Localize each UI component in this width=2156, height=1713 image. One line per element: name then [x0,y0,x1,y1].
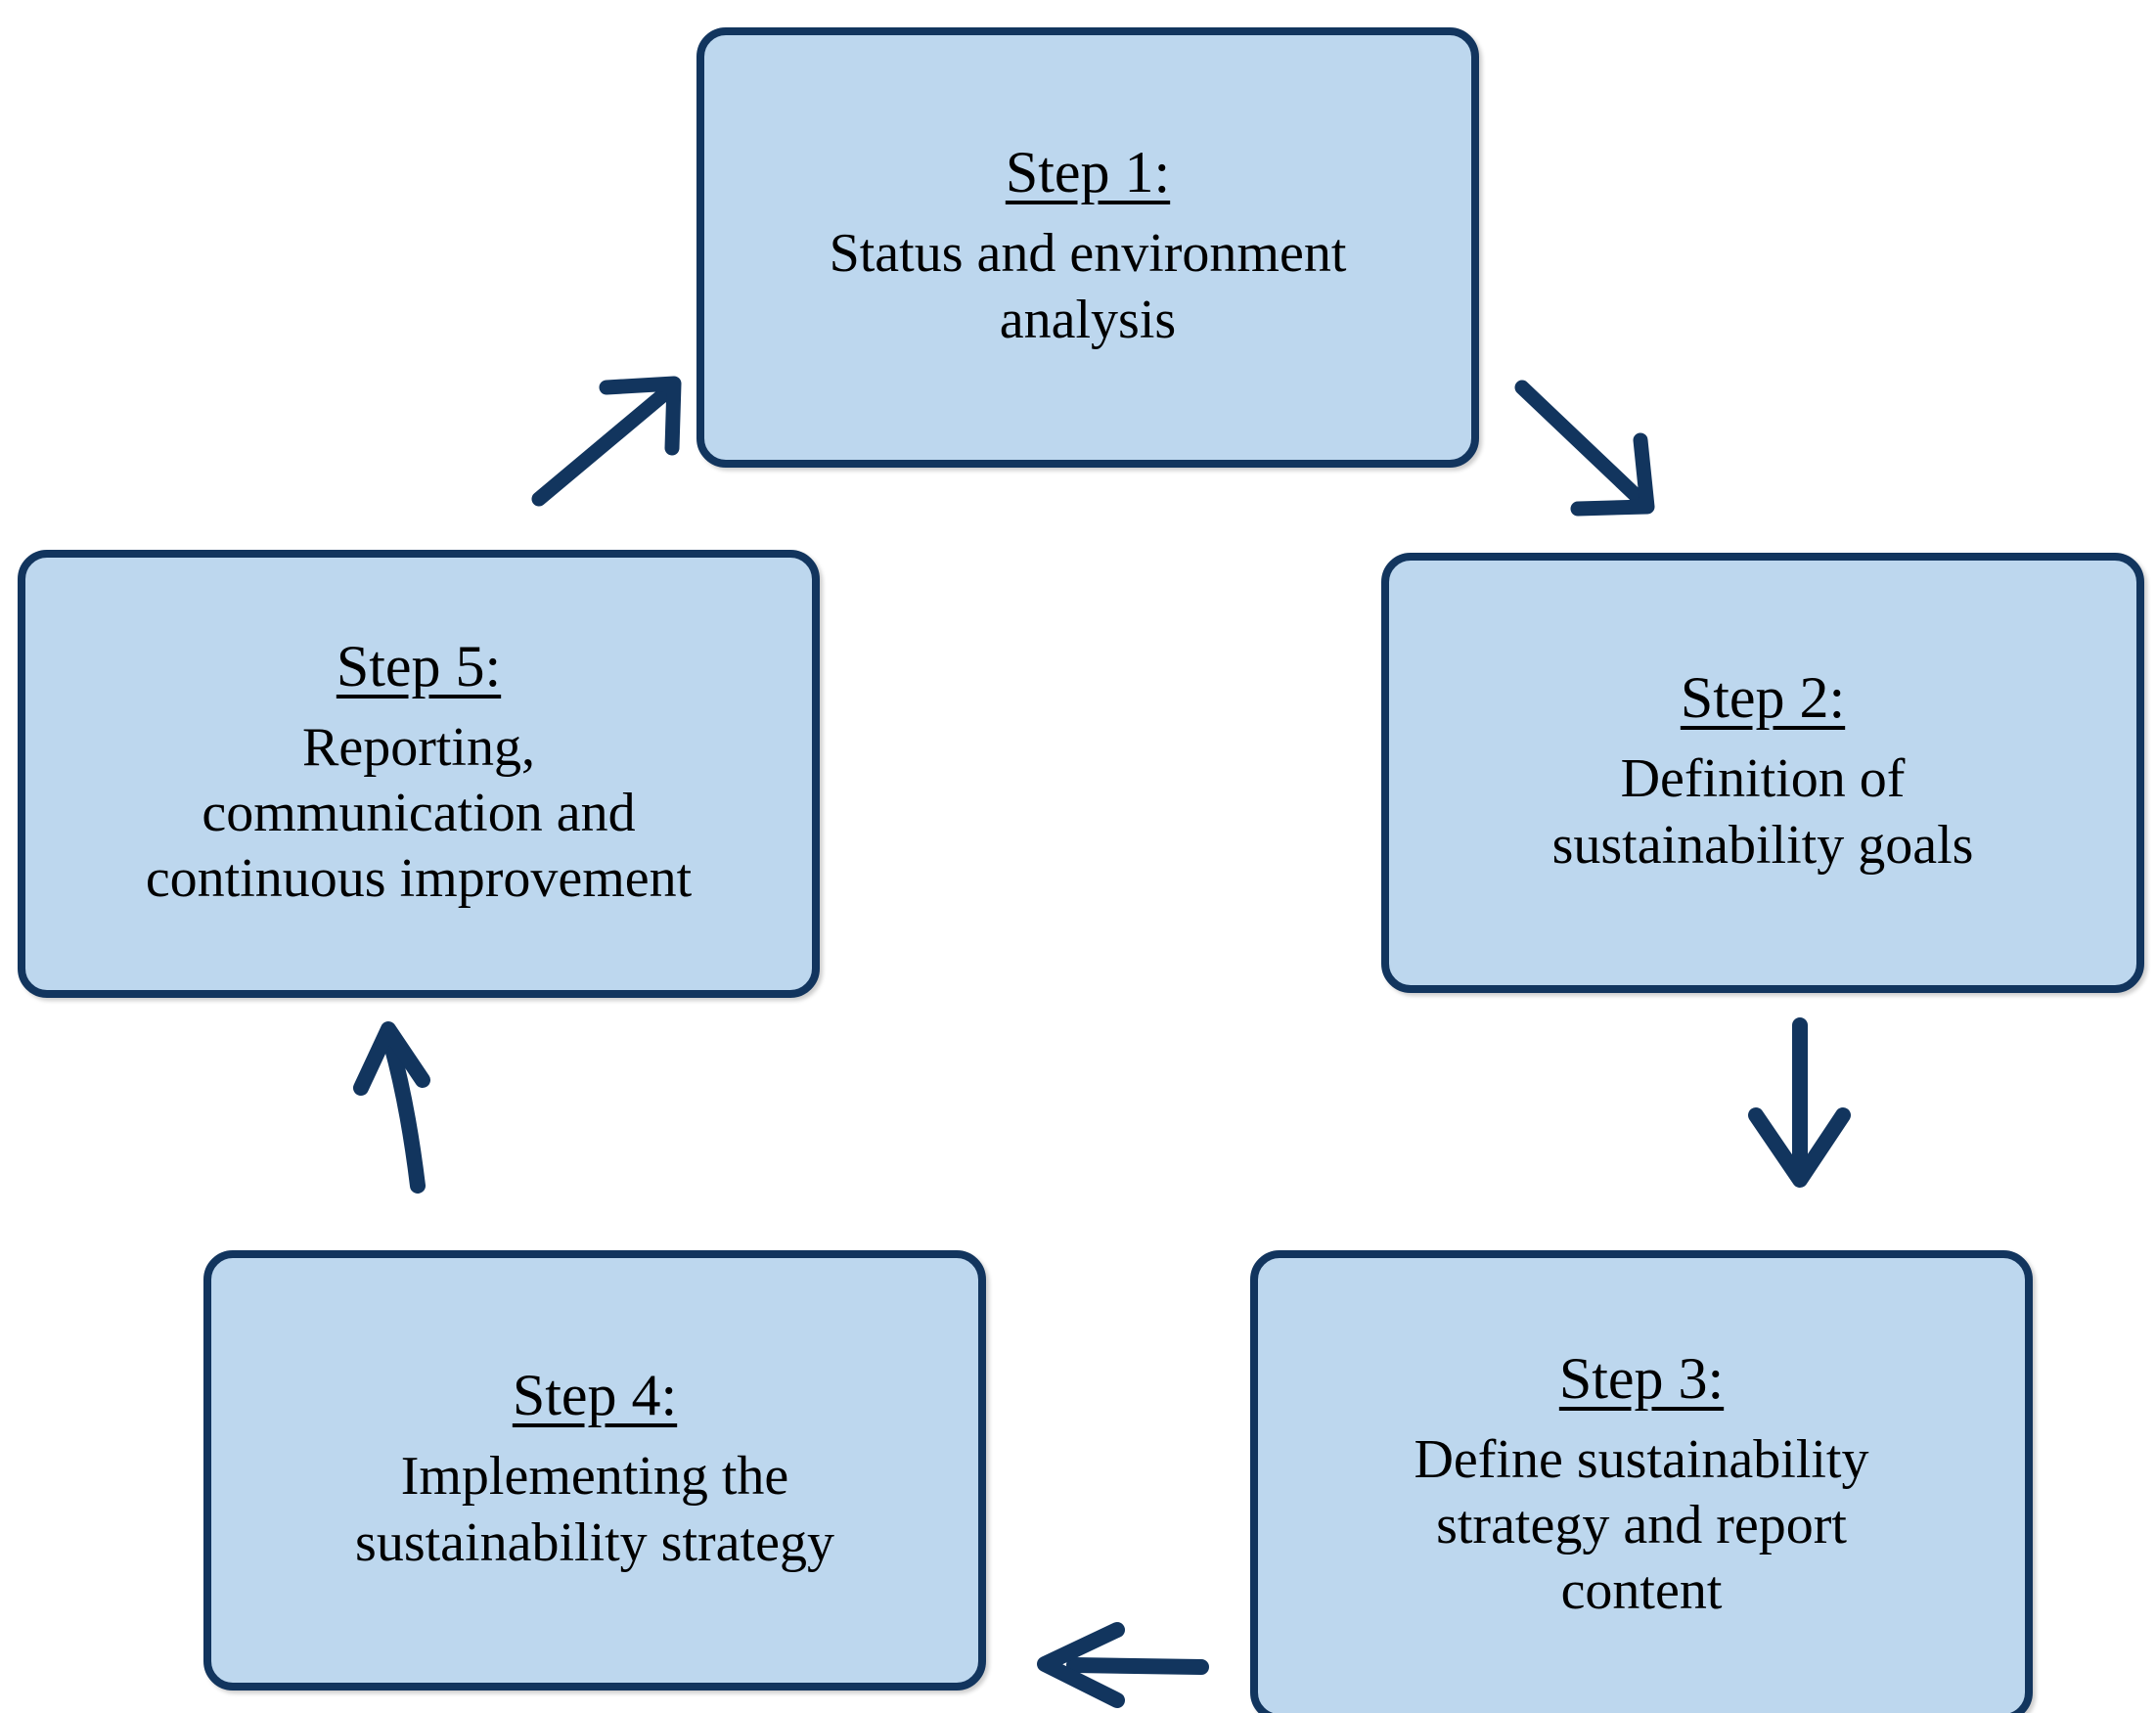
node-step-5-body: Reporting, communication and continuous … [145,716,693,910]
node-step-1-body: Status and environment analysis [829,223,1347,350]
arrow-2-to-3 [1748,1017,1851,1188]
arrow-1-to-2 [1514,380,1655,517]
arrow-5-to-1 [531,376,682,507]
node-step-2[interactable]: Step 2: Definition of sustainability goa… [1381,553,2144,993]
node-step-1[interactable]: Step 1: Status and environment analysis [696,27,1479,468]
node-step-4[interactable]: Step 4: Implementing the sustainability … [203,1250,986,1690]
node-step-3-body: Define sustainability strategy and repor… [1414,1428,1869,1622]
node-step-5-title: Step 5: [336,633,502,699]
arrow-3-to-4 [1037,1622,1209,1708]
node-step-4-body: Implementing the sustainability strategy [355,1446,834,1573]
node-step-5[interactable]: Step 5: Reporting, communication and con… [18,550,820,998]
node-step-4-title: Step 4: [512,1363,678,1428]
node-step-2-body: Definition of sustainability goals [1551,748,1974,876]
node-step-1-title: Step 1: [1005,140,1171,205]
node-step-2-title: Step 2: [1680,665,1846,731]
node-step-3-title: Step 3: [1558,1345,1725,1411]
arrow-4-to-5 [353,1021,430,1194]
node-step-3[interactable]: Step 3: Define sustainability strategy a… [1250,1250,2033,1713]
